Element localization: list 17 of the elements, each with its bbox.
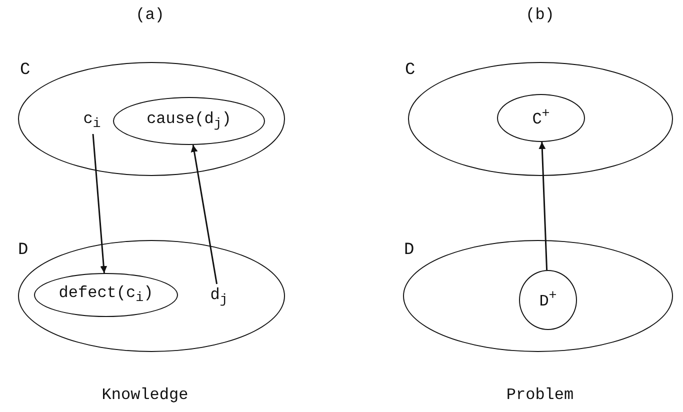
arrow	[190, 144, 218, 284]
panel-label: (a)	[136, 6, 164, 24]
panel-caption: Knowledge	[102, 386, 188, 404]
set-label: D	[404, 242, 414, 260]
element-ellipse: defect(c$_{i}$)	[34, 273, 178, 317]
element-ellipse: cause(d$_{j}$)	[113, 97, 265, 145]
set-label: C	[405, 62, 416, 80]
panel-label: (b)	[526, 6, 554, 24]
element-label: c$_{i}$	[78, 108, 106, 134]
element-ellipse: C$^{+}$	[497, 94, 585, 142]
panel-caption: Problem	[506, 386, 574, 404]
arrow	[538, 142, 548, 270]
element-label: d$_{j}$	[206, 284, 232, 310]
element-ellipse: D$^{+}$	[519, 270, 577, 330]
set-label: D	[18, 242, 28, 260]
arrow	[92, 134, 108, 274]
set-label: C	[20, 62, 30, 80]
